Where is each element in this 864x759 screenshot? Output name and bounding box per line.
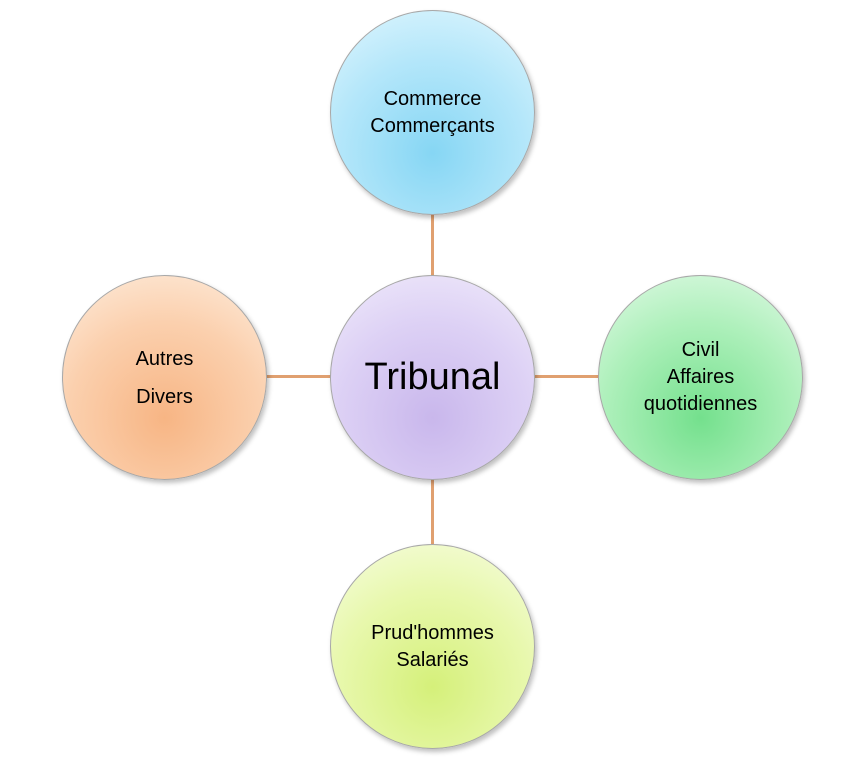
connector-bottom — [431, 478, 434, 544]
node-tribunal: Tribunal — [330, 275, 535, 480]
node-autres-line-2: Divers — [136, 385, 193, 408]
node-civil-line-3: quotidiennes — [643, 393, 758, 415]
node-prudhommes-line-1: Prud'hommes — [371, 621, 494, 644]
node-civil-line-2: Affaires — [666, 366, 735, 388]
node-commerce-line-1: Commerce — [383, 87, 482, 110]
node-prudhommes: Prud'hommes Salariés — [330, 544, 535, 749]
node-civil: Civil Affaires quotidiennes — [598, 275, 803, 480]
node-civil-line-1: Civil — [681, 339, 720, 361]
node-autres: Autres Divers — [62, 275, 267, 480]
node-tribunal-label: Tribunal — [364, 356, 501, 398]
node-prudhommes-line-2: Salariés — [396, 648, 469, 671]
connector-top — [431, 210, 434, 276]
connector-left — [266, 375, 332, 378]
node-commerce: Commerce Commerçants — [330, 10, 535, 215]
node-commerce-line-2: Commerçants — [370, 114, 495, 137]
node-autres-line-1: Autres — [135, 347, 194, 370]
connector-right — [535, 375, 599, 378]
